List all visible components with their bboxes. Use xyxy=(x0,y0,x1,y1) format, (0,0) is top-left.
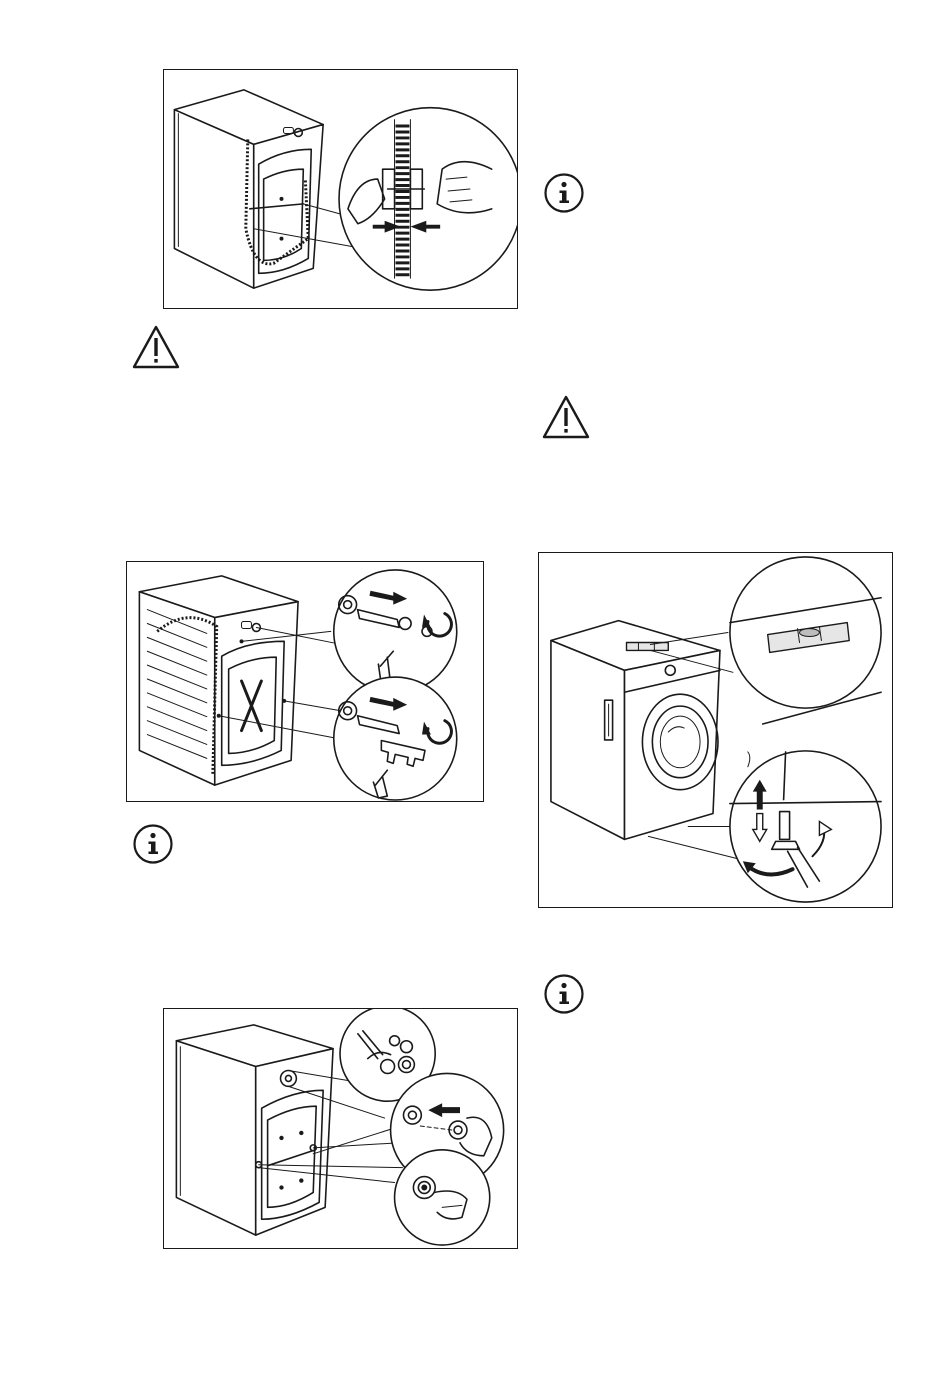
figure-hose-clamp-removal xyxy=(163,69,518,309)
figure-transit-bolts-removal xyxy=(126,561,484,802)
warning-triangle-icon xyxy=(541,394,591,440)
info-circle-icon xyxy=(543,973,585,1015)
info-circle-icon xyxy=(132,823,174,865)
figure-level-machine xyxy=(538,552,893,908)
info-circle-icon xyxy=(543,172,585,214)
warning-triangle-icon xyxy=(131,324,181,370)
figure-insert-plastic-caps xyxy=(163,1008,518,1249)
